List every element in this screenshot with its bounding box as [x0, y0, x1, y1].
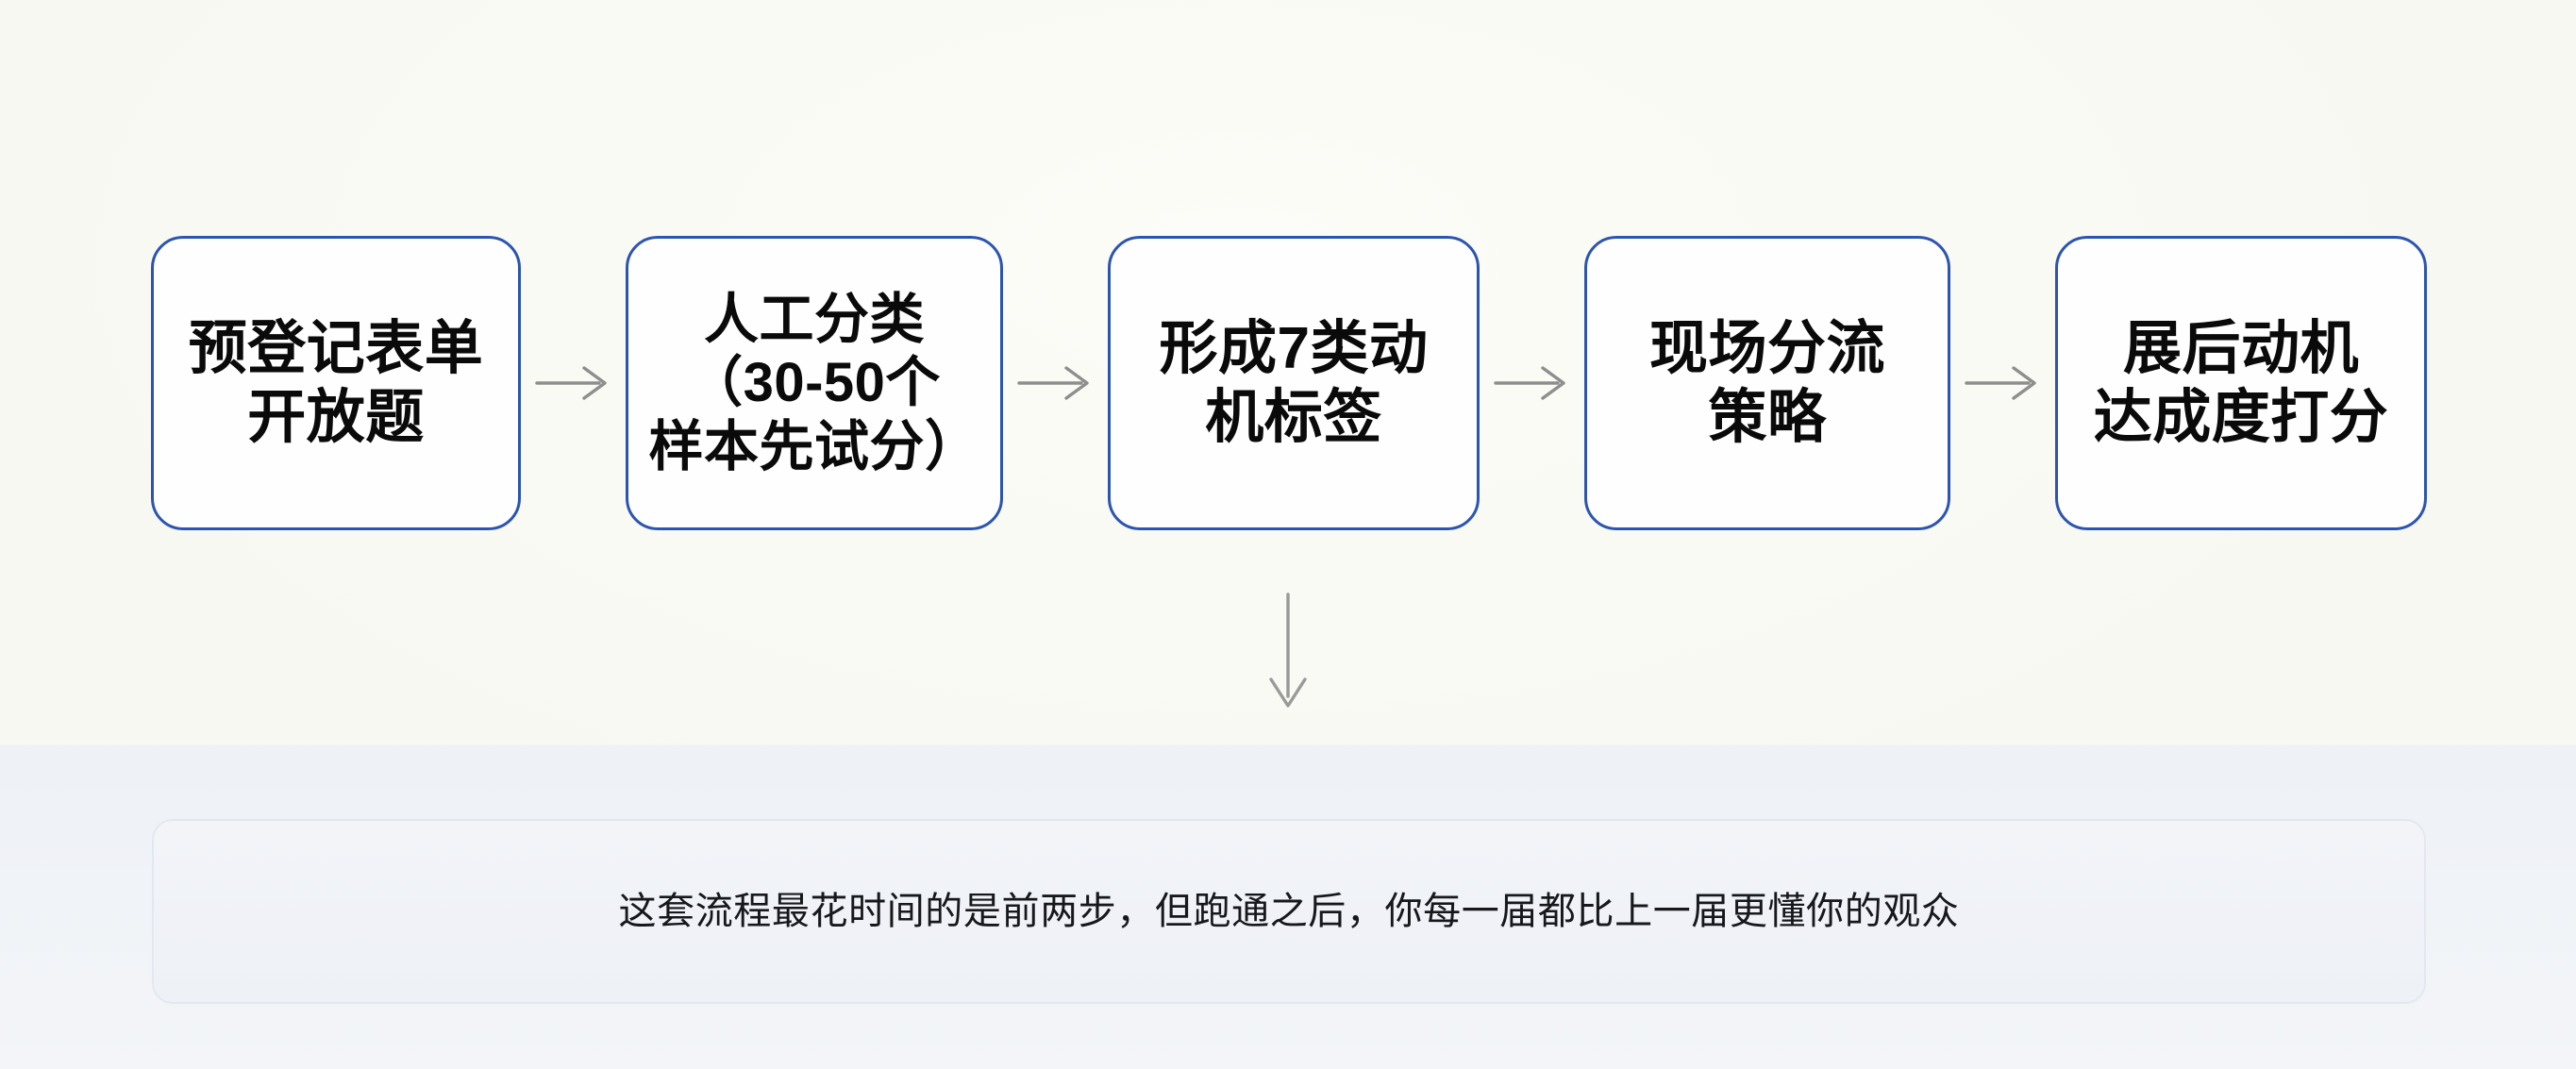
flow-node-motivation-tags[interactable]: 形成7类动 机标签 — [1108, 236, 1480, 530]
flow-node-onsite-routing[interactable]: 现场分流 策略 — [1584, 236, 1950, 530]
summary-caption-text: 这套流程最花时间的是前两步，但跑通之后，你每一届都比上一届更懂你的观众 — [618, 891, 1960, 932]
flow-node-label: 人工分类 （30-50个 样本先试分） — [648, 289, 980, 477]
arrow-down-icon — [1262, 591, 1314, 713]
flow-node-label: 预登记表单 开放题 — [188, 315, 484, 450]
flow-node-post-show-scoring[interactable]: 展后动机 达成度打分 — [2055, 236, 2427, 530]
arrow-right-icon-1 — [528, 236, 619, 530]
summary-caption-panel: 这套流程最花时间的是前两步，但跑通之后，你每一届都比上一届更懂你的观众 — [152, 819, 2426, 1004]
process-flow-row: 预登记表单 开放题 人工分类 （30-50个 样本先试分） 形成7类动 机标签 — [151, 236, 2427, 530]
arrow-right-icon-2 — [1011, 236, 1101, 530]
arrow-right-icon-3 — [1487, 236, 1578, 530]
flow-node-label: 现场分流 策略 — [1648, 315, 1885, 450]
flow-node-label: 展后动机 达成度打分 — [2093, 315, 2389, 450]
flow-node-label: 形成7类动 机标签 — [1159, 315, 1429, 450]
flow-node-pre-registration-form[interactable]: 预登记表单 开放题 — [151, 236, 521, 530]
arrow-right-icon-4 — [1958, 236, 2049, 530]
flow-node-manual-classification[interactable]: 人工分类 （30-50个 样本先试分） — [626, 236, 1003, 530]
